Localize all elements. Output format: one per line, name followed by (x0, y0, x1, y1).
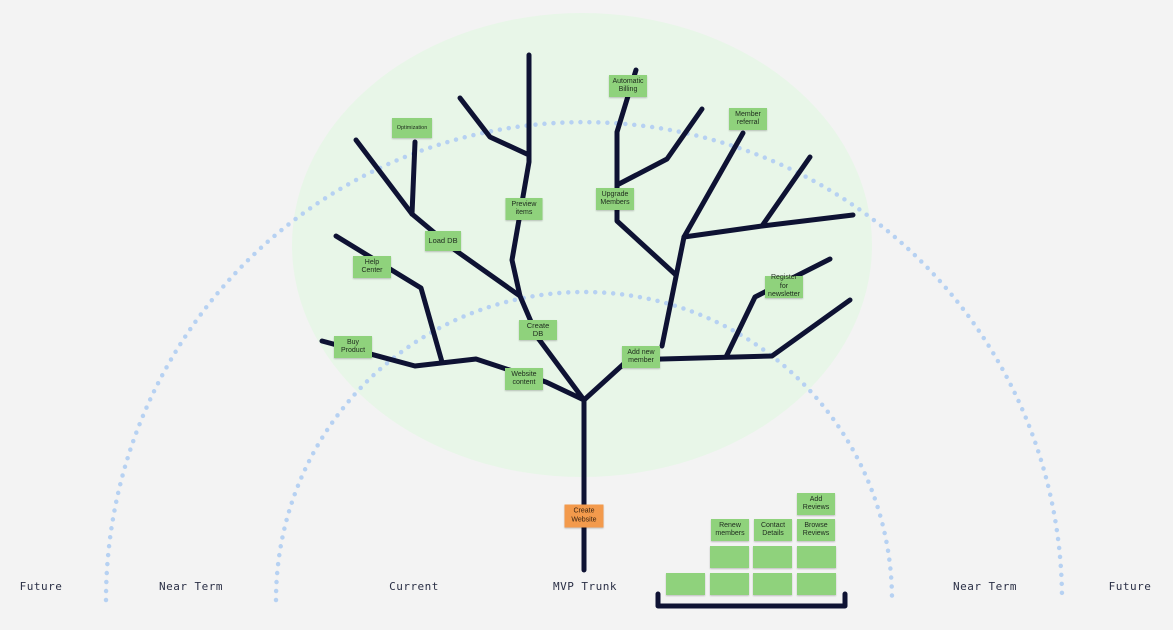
billing-branch (614, 67, 679, 278)
optimization-branch (409, 139, 418, 217)
backlog-blank-note[interactable] (710, 573, 749, 595)
note-help-center[interactable]: Help Center (353, 256, 391, 278)
backlog-bracket (655, 591, 848, 609)
right-main-branch (581, 297, 853, 403)
note-member-referral[interactable]: Member referral (729, 108, 767, 130)
note-create-db[interactable]: Create DB (519, 320, 557, 340)
note-preview-items[interactable]: Preview items (505, 198, 543, 220)
backlog-blank-note[interactable] (753, 546, 792, 568)
zone-label-mvp-trunk: MVP Trunk (552, 580, 618, 593)
backlog-blank-note[interactable] (797, 573, 836, 595)
backlog-note-renew-members[interactable]: Renew members (711, 519, 749, 541)
backlog-blank-note[interactable] (753, 573, 792, 595)
note-upgrade-members[interactable]: Upgrade Members (596, 188, 634, 210)
note-register-newsletter[interactable]: Register for newsletter (765, 274, 803, 298)
newsletter-branch (723, 256, 833, 360)
backlog-blank-note[interactable] (797, 546, 836, 568)
preview-side-branch (457, 95, 532, 158)
horizon-arcs (103, 119, 1065, 603)
note-create-website[interactable]: Create Website (564, 504, 604, 528)
backlog-note-browse-reviews[interactable]: Browse Reviews (797, 519, 835, 541)
note-load-db[interactable]: Load DB (425, 231, 461, 251)
zone-label-current: Current (389, 580, 439, 593)
tree-branches (319, 52, 856, 609)
zone-label-near-term-right: Near Term (952, 580, 1018, 593)
current-arc (273, 289, 895, 603)
zone-label-future-right: Future (1108, 580, 1152, 593)
note-optimization[interactable]: Optimization (392, 118, 432, 138)
zone-label-future-left: Future (19, 580, 63, 593)
backlog-blank-note[interactable] (710, 546, 749, 568)
note-add-new-member[interactable]: Add new member (622, 346, 660, 368)
note-website-content[interactable]: Website content (505, 368, 543, 390)
help-center-branch (333, 233, 445, 365)
left-main-branch (319, 338, 587, 403)
billing-side-branch (614, 106, 705, 188)
backlog-note-contact-details[interactable]: Contact Details (754, 519, 792, 541)
zone-label-near-term-left: Near Term (158, 580, 224, 593)
backlog-blank-note[interactable] (666, 573, 705, 595)
note-automatic-billing[interactable]: Automatic Billing (609, 75, 647, 97)
note-buy-product[interactable]: Buy Product (334, 336, 372, 358)
backlog-note-add-reviews[interactable]: Add Reviews (797, 493, 835, 515)
upgrade-side-branch (759, 154, 813, 229)
